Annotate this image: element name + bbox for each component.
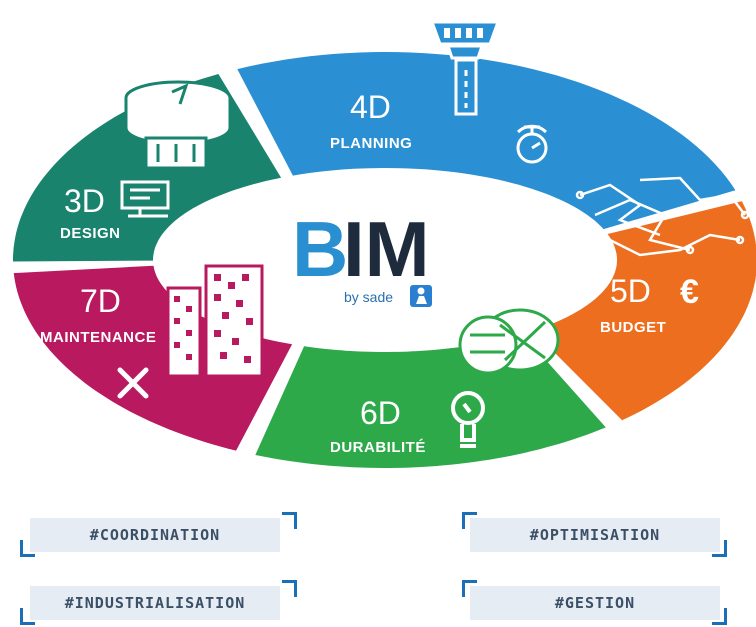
segment-5d-title: 5D [610,273,651,309]
control-tower-icon [429,20,501,116]
segment-7d-title: 7D [80,283,121,319]
segment-3d-subtitle: DESIGN [60,225,121,242]
segment-4d-planning [237,52,736,230]
segment-7d-subtitle: MAINTENANCE [40,329,156,346]
bim-logo-b: B [292,205,348,293]
segment-5d-budget [532,201,756,421]
bracket-corner [282,512,297,529]
cable-reel-icon [458,308,560,375]
segment-4d-title: 4D [350,89,391,125]
euro-icon: € [680,273,699,311]
bracket-corner [712,540,727,557]
segment-3d-title: 3D [64,183,105,219]
tag-optimisation: #OPTIMISATION [470,518,720,552]
bracket-corner [712,608,727,625]
circuit-icon [575,176,750,257]
segment-4d-subtitle: PLANNING [330,135,412,152]
segment-5d-subtitle: BUDGET [600,319,666,336]
bim-byline: by sade [344,289,393,305]
segment-6d-title: 6D [360,395,401,431]
stopwatch-icon [516,124,548,164]
segment-7d-maintenance [13,265,293,451]
tag-gestion: #GESTION [470,586,720,620]
bracket-corner [20,608,35,625]
bracket-corner [20,540,35,557]
bracket-corner [282,580,297,597]
bracket-corner [462,580,477,597]
tag-industrialisation: #INDUSTRIALISATION [30,586,280,620]
sade-logo-icon [410,285,432,307]
tag-coordination: #COORDINATION [30,518,280,552]
bim-logo-im: IM [343,205,430,293]
bracket-corner [462,512,477,529]
bim-logo: B IM by sade [292,205,432,307]
segment-6d-subtitle: DURABILITÉ [330,439,426,456]
lightbulb-icon [451,391,485,448]
buildings-icon [166,264,264,378]
computer-icon [120,180,170,218]
tank-icon [124,80,232,170]
tools-icon [117,367,149,399]
